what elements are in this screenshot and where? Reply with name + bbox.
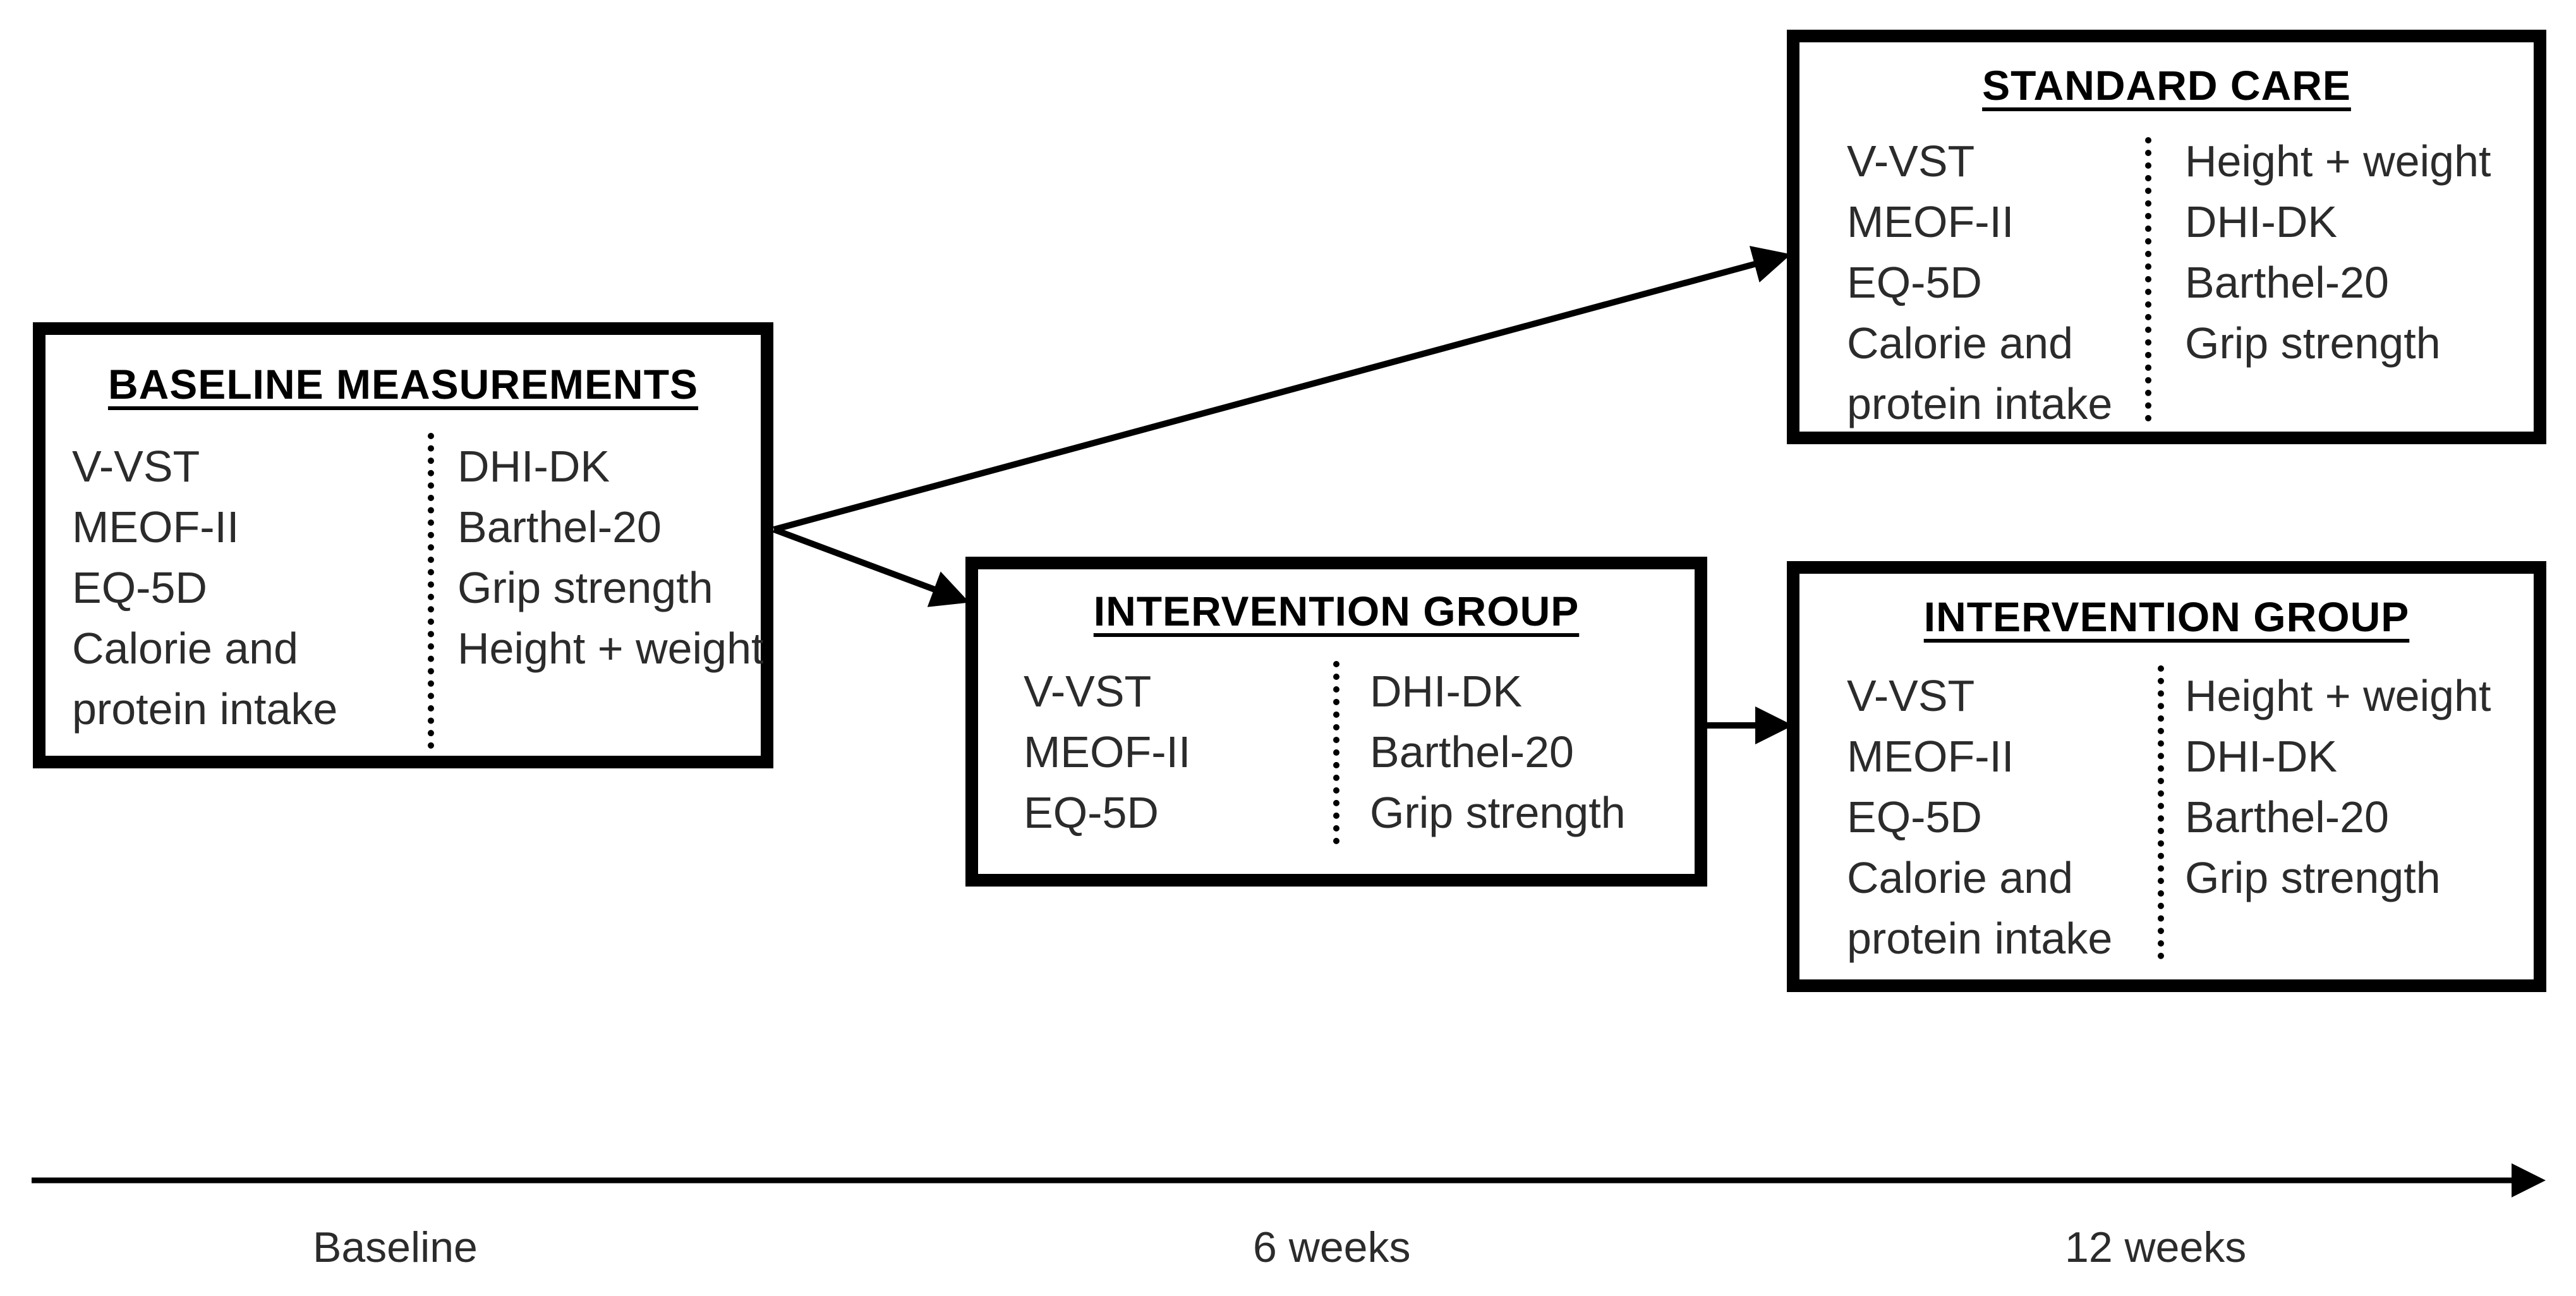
measure-item: protein intake — [72, 684, 338, 734]
measure-item: MEOF-II — [72, 502, 239, 552]
box-title: STANDARD CARE — [1982, 62, 2351, 109]
measure-item: V-VST — [1847, 136, 1975, 186]
right-column: DHI-DK Barthel-20 Grip strength Height +… — [457, 436, 763, 679]
dotted-divider — [2158, 665, 2164, 959]
measure-item: V-VST — [1847, 671, 1975, 720]
box-title: BASELINE MEASUREMENTS — [107, 361, 699, 408]
box-title: INTERVENTION GROUP — [1923, 593, 2410, 640]
measure-item: DHI-DK — [1370, 667, 1523, 716]
dotted-divider — [2145, 137, 2151, 421]
measure-item: protein intake — [1847, 379, 2113, 428]
measure-item: Grip strength — [1370, 788, 1626, 837]
measure-item: Barthel-20 — [1370, 727, 1574, 777]
measure-item: Height + weight — [457, 624, 764, 673]
timeline-label-baseline: Baseline — [313, 1223, 478, 1271]
measure-item: Barthel-20 — [2185, 792, 2389, 842]
arrow-baseline-to-intervention — [773, 526, 970, 607]
left-column: V-VST MEOF-II EQ-5D Calorie and protein … — [72, 436, 337, 739]
measure-item: protein intake — [1847, 914, 2113, 963]
measure-item: Height + weight — [2185, 671, 2491, 720]
timeline-label-6-weeks: 6 weeks — [1253, 1223, 1411, 1271]
dotted-divider — [428, 433, 434, 749]
intervention-group-12wk-box: INTERVENTION GROUP V-VST MEOF-II EQ-5D C… — [1787, 561, 2546, 992]
measure-item: EQ-5D — [1024, 788, 1159, 837]
baseline-measurements-box: BASELINE MEASUREMENTS V-VST MEOF-II EQ-5… — [33, 322, 773, 768]
left-column: V-VST MEOF-II EQ-5D — [1024, 661, 1190, 843]
left-column: V-VST MEOF-II EQ-5D Calorie and protein … — [1847, 131, 2112, 434]
measure-item: Barthel-20 — [2185, 258, 2389, 307]
measure-item: EQ-5D — [1847, 258, 1982, 307]
intervention-group-6wk-box: INTERVENTION GROUP V-VST MEOF-II EQ-5D D… — [965, 557, 1707, 887]
measure-item: MEOF-II — [1847, 732, 2014, 781]
standard-care-box: STANDARD CARE V-VST MEOF-II EQ-5D Calori… — [1787, 30, 2546, 444]
measure-item: DHI-DK — [457, 442, 610, 491]
measure-item: EQ-5D — [72, 563, 207, 612]
timeline-label-12-weeks: 12 weeks — [2065, 1223, 2247, 1271]
measure-item: EQ-5D — [1847, 792, 1982, 842]
left-column: V-VST MEOF-II EQ-5D Calorie and protein … — [1847, 665, 2112, 969]
dotted-divider — [1333, 661, 1339, 844]
measure-item: Grip strength — [2185, 853, 2441, 902]
measure-item: Grip strength — [2185, 318, 2441, 368]
measure-item: DHI-DK — [2185, 732, 2338, 781]
box-title: INTERVENTION GROUP — [1093, 588, 1580, 634]
right-column: DHI-DK Barthel-20 Grip strength — [1370, 661, 1626, 843]
measure-item: Height + weight — [2185, 136, 2491, 186]
measure-item: Grip strength — [457, 563, 713, 612]
measure-item: Calorie and — [1847, 853, 2073, 902]
measure-item: DHI-DK — [2185, 197, 2338, 246]
measure-item: V-VST — [1024, 667, 1152, 716]
right-column: Height + weight DHI-DK Barthel-20 Grip s… — [2185, 665, 2491, 908]
measure-item: MEOF-II — [1847, 197, 2014, 246]
right-column: Height + weight DHI-DK Barthel-20 Grip s… — [2185, 131, 2491, 373]
measure-item: V-VST — [72, 442, 200, 491]
arrow-baseline-to-standard-care — [773, 246, 1791, 533]
measure-item: Calorie and — [1847, 318, 2073, 368]
measure-item: Calorie and — [72, 624, 298, 673]
measure-item: Barthel-20 — [457, 502, 662, 552]
measure-item: MEOF-II — [1024, 727, 1191, 777]
